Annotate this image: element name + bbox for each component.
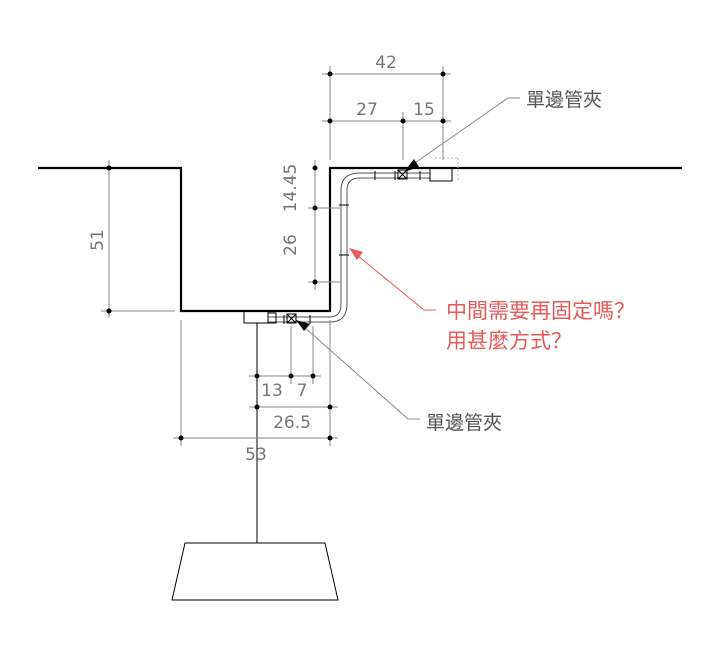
dim-left — [101, 160, 175, 318]
leader-clamp-bottom — [296, 320, 420, 420]
dim-bottom-b: 7 — [297, 381, 308, 401]
dim-bottom — [173, 320, 338, 446]
question-line-2: 用甚麼方式？ — [446, 329, 572, 353]
question-line-1: 中間需要再固定嗎？ — [446, 299, 635, 323]
pipe — [243, 157, 459, 324]
label-clamp-bottom: 單邊管夾 — [426, 412, 502, 434]
clamp-bottom-marker — [286, 313, 297, 324]
leader-clamp-top — [404, 97, 520, 172]
dim-top-right: 15 — [413, 100, 435, 120]
dim-top — [322, 66, 451, 160]
dim-bottom-mid: 26.5 — [273, 413, 311, 433]
dim-left-depth: 51 — [88, 229, 108, 251]
pit-outline — [38, 166, 682, 313]
dim-vertical — [308, 160, 340, 290]
dim-top-total: 42 — [375, 53, 397, 73]
leader-question — [349, 248, 436, 311]
dim-bottom-a: 13 — [261, 381, 283, 401]
label-clamp-top: 單邊管夾 — [526, 89, 602, 111]
dim-vert-lower: 26 — [281, 234, 301, 256]
dim-vert-upper: 14.45 — [281, 164, 301, 213]
dim-top-left: 27 — [356, 100, 378, 120]
dim-bottom-total: 53 — [245, 445, 267, 465]
support-base — [171, 542, 339, 601]
